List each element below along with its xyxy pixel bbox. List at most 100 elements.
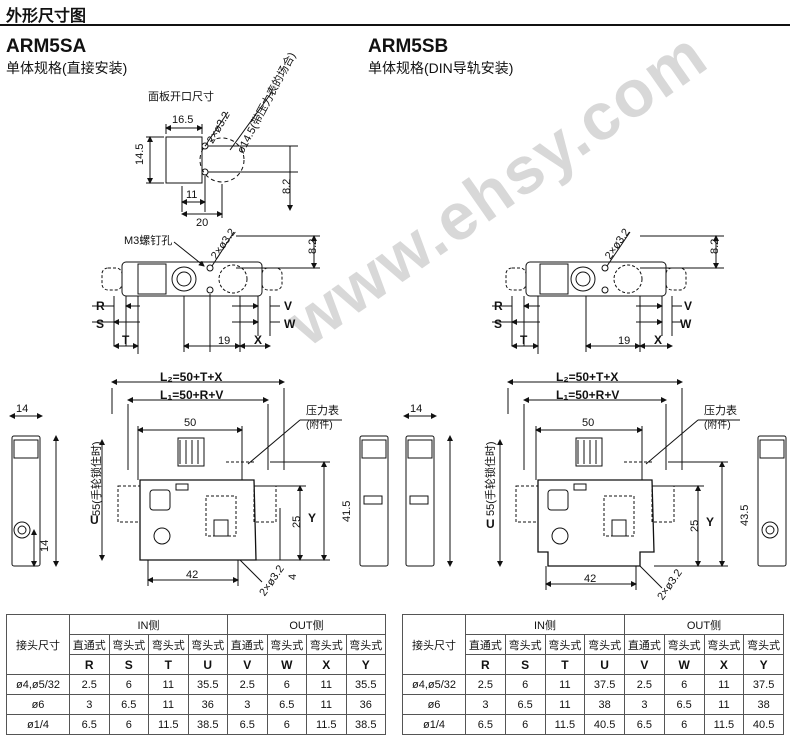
r-dim-50: 50 (582, 417, 594, 429)
gauge-hole-label: ø14.5(带压力表的场合) (233, 50, 298, 156)
value-cell: 6 (108, 714, 149, 735)
r-dim-25: 25 (689, 520, 701, 532)
r-hole3-label: 2×ø3.2 (655, 567, 685, 602)
dim-14b-side: 14 (39, 540, 51, 552)
value-cell: 11 (148, 694, 189, 715)
letter-header: U (187, 654, 228, 675)
spec-table-left: 接头尺寸 IN侧 OUT侧 直通式弯头式弯头式弯头式直通式弯头式弯头式弯头式 R… (6, 614, 386, 735)
letter-header: S (504, 654, 546, 675)
letter-T: T (122, 333, 130, 347)
value-cell: 11 (306, 674, 347, 695)
letter-header: X (306, 654, 347, 675)
value-cell: 40.5 (584, 714, 625, 735)
left-side-view (9, 413, 389, 567)
L1-label: L₁=50+R+V (160, 388, 223, 402)
letter-W: W (284, 317, 296, 331)
in-header: IN侧 (69, 614, 228, 635)
L2-label: L₂=50+T+X (160, 370, 222, 384)
r-letter-V: V (684, 299, 692, 313)
letter-header: Y (345, 654, 386, 675)
value-cell: 3 (624, 694, 665, 715)
value-cell: 11 (544, 674, 586, 695)
dim-41-5: 41.5 (341, 501, 353, 522)
size-cell: ø4,ø5/32 (6, 674, 70, 695)
value-cell: 11.5 (148, 714, 189, 735)
dim-14-5: 14.5 (134, 144, 146, 165)
left-top-view (92, 231, 320, 354)
value-cell: 38.5 (187, 714, 228, 735)
value-cell: 38 (584, 694, 625, 715)
value-cell: 6.5 (108, 694, 149, 715)
value-cell: 6.5 (624, 714, 665, 735)
type-header: 弯头式 (187, 634, 228, 655)
value-cell: 11.5 (544, 714, 586, 735)
letter-header: T (544, 654, 586, 675)
value-cell: 38 (743, 694, 784, 715)
left-subtitle: 单体规格(直接安装) (6, 60, 128, 76)
r-gauge-sub: (附件) (704, 418, 731, 431)
value-cell: 6.5 (663, 694, 705, 715)
r-letter-R: R (494, 299, 503, 313)
r-dim-43-5: 43.5 (739, 505, 751, 526)
dim-19: 19 (218, 335, 230, 347)
value-cell: 36 (187, 694, 228, 715)
value-cell: 6 (663, 714, 705, 735)
right-front-view (497, 379, 740, 590)
header-rule (0, 24, 790, 26)
type-header: 弯头式 (148, 634, 189, 655)
r-hole2-label: 2×ø3.2 (603, 227, 633, 262)
value-cell: 6.5 (227, 714, 268, 735)
value-cell: 3 (465, 694, 506, 715)
value-cell: 6 (663, 674, 705, 695)
letter-Y: Y (308, 511, 316, 525)
r-letter-Y: Y (706, 515, 714, 529)
value-cell: 35.5 (187, 674, 228, 695)
value-cell: 36 (345, 694, 386, 715)
type-header: 弯头式 (266, 634, 307, 655)
r-letter-T: T (520, 333, 528, 347)
right-top-view (492, 231, 724, 354)
gauge-sub: (附件) (306, 418, 333, 431)
type-header: 直通式 (624, 634, 665, 655)
letter-header: V (227, 654, 268, 675)
r-letter-W: W (680, 317, 692, 331)
value-cell: 40.5 (743, 714, 784, 735)
value-cell: 6 (266, 674, 307, 695)
letter-header: Y (743, 654, 784, 675)
left-model-title: ARM5SA (6, 36, 87, 57)
letter-header: R (69, 654, 110, 675)
value-cell: 6.5 (465, 714, 506, 735)
letter-R: R (96, 299, 105, 313)
r-L2-label: L₂=50+T+X (556, 370, 618, 384)
dim-11: 11 (186, 189, 197, 201)
type-header: 直通式 (227, 634, 268, 655)
dim-50: 50 (184, 417, 196, 429)
dim-4: 4 (287, 574, 299, 580)
value-cell: 6.5 (504, 694, 546, 715)
hole-label: 2×ø3.2 (205, 110, 233, 146)
letter-header: S (108, 654, 149, 675)
letter-U: U (90, 513, 99, 527)
value-cell: 11 (148, 674, 189, 695)
letter-V: V (284, 299, 292, 313)
value-cell: 2.5 (227, 674, 268, 695)
dim-55-side: 55(手轮锁住时) (89, 441, 103, 516)
r-dim-55-side: 55(手轮锁住时) (483, 441, 497, 516)
value-cell: 37.5 (743, 674, 784, 695)
dim-8-2b: 8.2 (307, 239, 319, 254)
value-cell: 11 (703, 694, 745, 715)
value-cell: 11.5 (703, 714, 745, 735)
r-dim-19: 19 (618, 335, 630, 347)
value-cell: 38.5 (345, 714, 386, 735)
size-cell: ø1/4 (6, 714, 70, 735)
value-cell: 3 (227, 694, 268, 715)
letter-S: S (96, 317, 104, 331)
value-cell: 11 (306, 694, 347, 715)
value-cell: 2.5 (624, 674, 665, 695)
letter-header: W (663, 654, 705, 675)
size-cell: ø1/4 (402, 714, 466, 735)
type-header: 弯头式 (108, 634, 149, 655)
